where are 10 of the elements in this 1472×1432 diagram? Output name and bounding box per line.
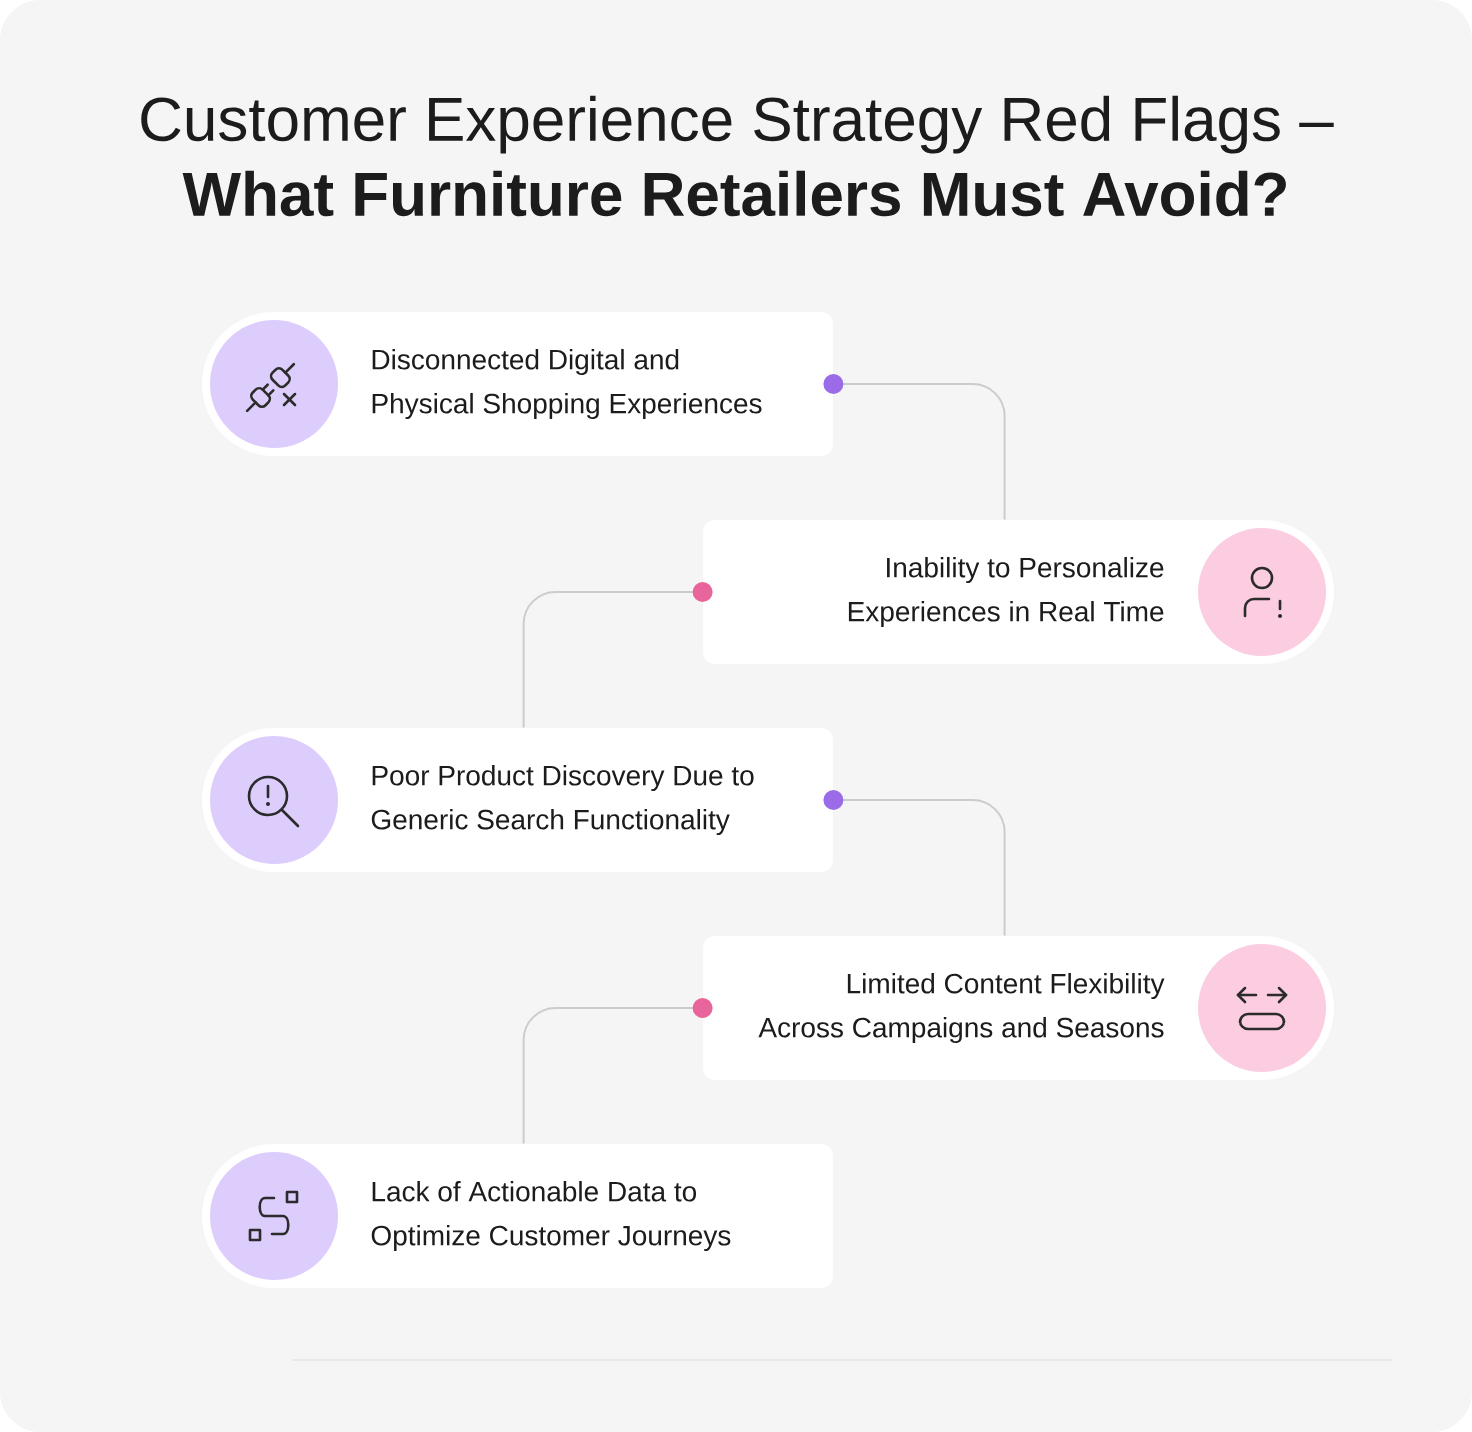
card: Inability to Personalize Experiences in Real Time bbox=[703, 520, 1334, 664]
connector-line bbox=[823, 790, 1006, 937]
connector-line bbox=[522, 582, 713, 729]
connector-line bbox=[823, 374, 1006, 521]
title: Customer Experience Strategy Red Flags – What Furniture Retailers Must Avoid? bbox=[141, 95, 1334, 217]
card: Lack of Actionable Data to Optimize Customer Journeys bbox=[202, 1144, 833, 1288]
card: Poor Product Discovery Due to Generic Search Functionality bbox=[202, 728, 833, 872]
card: Limited Content Flexibility Across Campaigns and Seasons bbox=[703, 936, 1334, 1080]
connector-line bbox=[522, 998, 713, 1145]
card: Disconnected Digital and Physical Shopping Experiences bbox=[202, 312, 833, 456]
